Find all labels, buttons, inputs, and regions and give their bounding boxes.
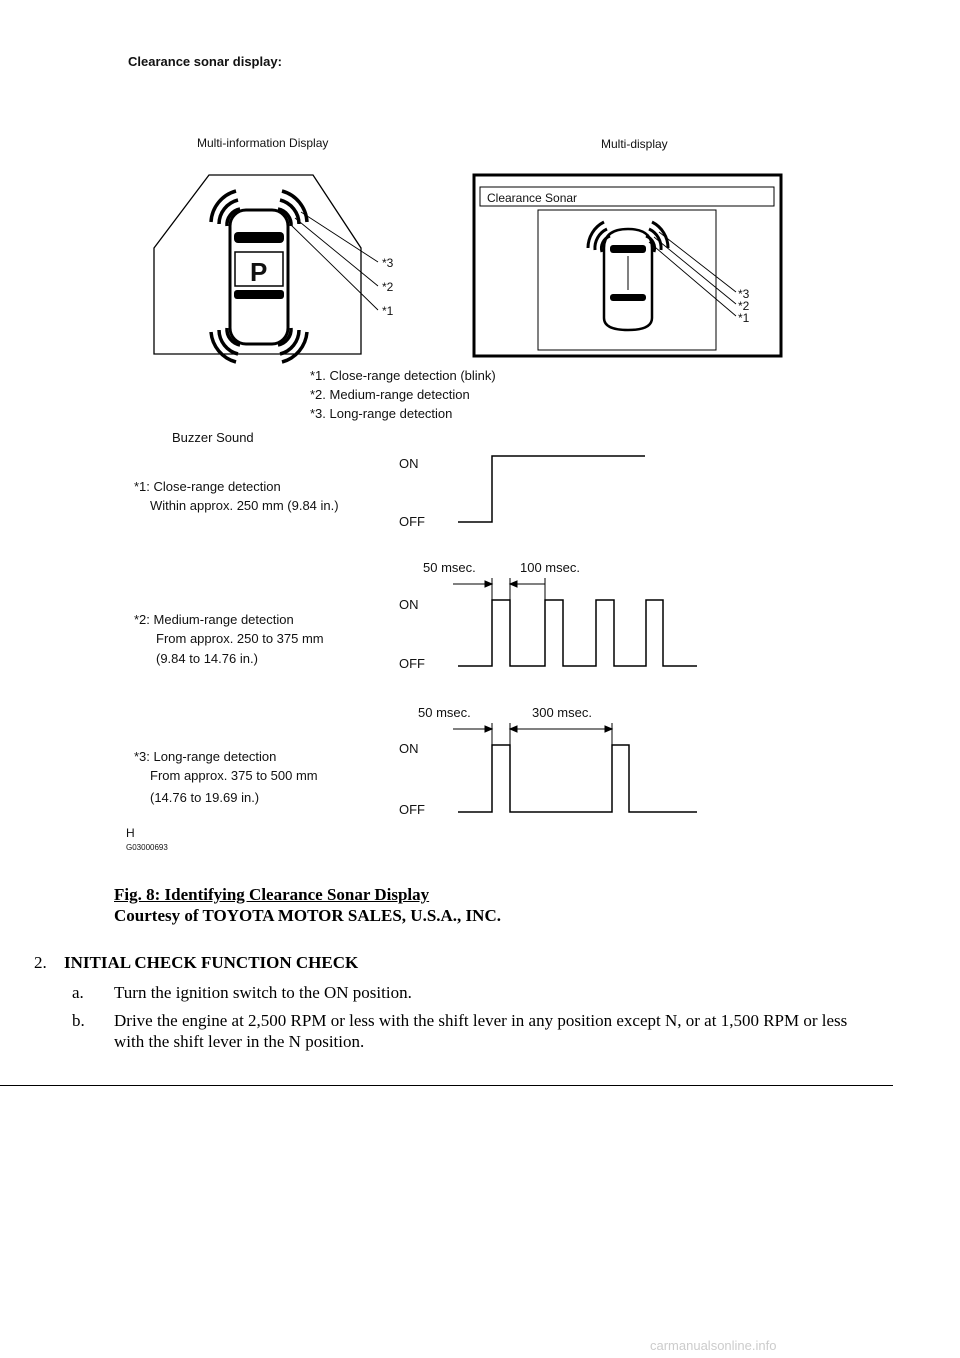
row1-off-label: OFF bbox=[399, 514, 425, 529]
right-callout-1: *1 bbox=[738, 311, 750, 325]
sensor-bars-left-icon bbox=[586, 220, 611, 253]
row3-line1: *3: Long-range detection bbox=[134, 749, 276, 764]
left-callout-2: *2 bbox=[382, 280, 394, 294]
row2-pulse-label: 50 msec. bbox=[423, 560, 476, 575]
row3-line2: From approx. 375 to 500 mm bbox=[150, 768, 318, 783]
row3-line3: (14.76 to 19.69 in.) bbox=[150, 790, 259, 805]
row1-on-label: ON bbox=[399, 456, 419, 471]
sensor-bars-right-icon bbox=[645, 220, 670, 253]
multi-info-display-frame bbox=[153, 174, 362, 355]
row3-pulse-label: 50 msec. bbox=[418, 705, 471, 720]
row2-dimension-arrows bbox=[453, 578, 546, 605]
gear-indicator: P bbox=[250, 257, 267, 287]
row2-line3: (9.84 to 14.76 in.) bbox=[156, 651, 258, 666]
procedure-steps: a. Turn the ignition switch to the ON po… bbox=[72, 982, 872, 1059]
figure-caption: Fig. 8: Identifying Clearance Sonar Disp… bbox=[114, 884, 501, 926]
figure-caption-courtesy: Courtesy of TOYOTA MOTOR SALES, U.S.A., … bbox=[114, 906, 501, 925]
figure-code-letter: H bbox=[126, 826, 135, 840]
section-heading: 2. INITIAL CHECK FUNCTION CHECK bbox=[34, 953, 894, 973]
legend-close-range: *1. Close-range detection (blink) bbox=[310, 368, 496, 383]
legend-long-range: *3. Long-range detection bbox=[310, 406, 452, 421]
left-callout-1: *1 bbox=[382, 304, 394, 318]
sensor-bars-rear-right-icon bbox=[277, 327, 309, 364]
sensor-bars-rear-left-icon bbox=[209, 327, 241, 364]
medium-range-waveform bbox=[458, 599, 697, 667]
row3-dimension-arrows bbox=[453, 723, 614, 750]
car-top-view-icon: P bbox=[228, 208, 290, 346]
page-divider bbox=[0, 1085, 893, 1086]
row1-line2: Within approx. 250 mm (9.84 in.) bbox=[150, 498, 339, 513]
multi-display-frame bbox=[472, 173, 783, 358]
row3-off-label: OFF bbox=[399, 802, 425, 817]
clearance-sonar-figure: Clearance sonar display: Multi-informati… bbox=[110, 40, 820, 860]
long-range-waveform bbox=[458, 744, 697, 813]
right-callout-3: *3 bbox=[738, 287, 750, 301]
left-callout-leaders bbox=[289, 211, 379, 311]
section-number: 2. bbox=[34, 953, 47, 972]
left-panel-label: Multi-information Display bbox=[197, 136, 328, 150]
step-marker: b. bbox=[72, 1011, 85, 1030]
step-item: a. Turn the ignition switch to the ON po… bbox=[72, 982, 872, 1003]
row2-line2: From approx. 250 to 375 mm bbox=[156, 631, 324, 646]
figure-code: G03000693 bbox=[126, 843, 168, 852]
sensor-bars-front-left-icon bbox=[209, 189, 241, 227]
screen-title: Clearance Sonar bbox=[487, 191, 577, 205]
row1-line1: *1: Close-range detection bbox=[134, 479, 281, 494]
step-item: b. Drive the engine at 2,500 RPM or less… bbox=[72, 1010, 872, 1052]
row3-on-label: ON bbox=[399, 741, 419, 756]
row2-off-label: OFF bbox=[399, 656, 425, 671]
right-panel-label: Multi-display bbox=[601, 137, 668, 151]
screen-title-bar bbox=[479, 186, 775, 207]
car-rear-view-icon bbox=[602, 227, 654, 332]
step-marker: a. bbox=[72, 983, 84, 1002]
close-range-waveform bbox=[458, 455, 645, 523]
buzzer-heading: Buzzer Sound bbox=[172, 430, 254, 445]
figure-title: Clearance sonar display: bbox=[128, 54, 282, 69]
left-callout-3: *3 bbox=[382, 256, 394, 270]
figure-drawing: Clearance sonar display: Multi-informati… bbox=[126, 54, 783, 852]
row3-gap-label: 300 msec. bbox=[532, 705, 592, 720]
row2-gap-label: 100 msec. bbox=[520, 560, 580, 575]
watermark: carmanualsonline.info bbox=[650, 1338, 777, 1353]
section-title: INITIAL CHECK FUNCTION CHECK bbox=[64, 953, 359, 972]
camera-view-frame bbox=[537, 209, 717, 351]
step-text: Drive the engine at 2,500 RPM or less wi… bbox=[114, 1011, 848, 1051]
legend-medium-range: *2. Medium-range detection bbox=[310, 387, 470, 402]
figure-caption-title: Fig. 8: Identifying Clearance Sonar Disp… bbox=[114, 885, 430, 904]
row2-line1: *2: Medium-range detection bbox=[134, 612, 294, 627]
right-callout-2: *2 bbox=[738, 299, 750, 313]
row2-on-label: ON bbox=[399, 597, 419, 612]
right-callout-leaders bbox=[648, 231, 737, 317]
step-text: Turn the ignition switch to the ON posit… bbox=[114, 983, 412, 1002]
